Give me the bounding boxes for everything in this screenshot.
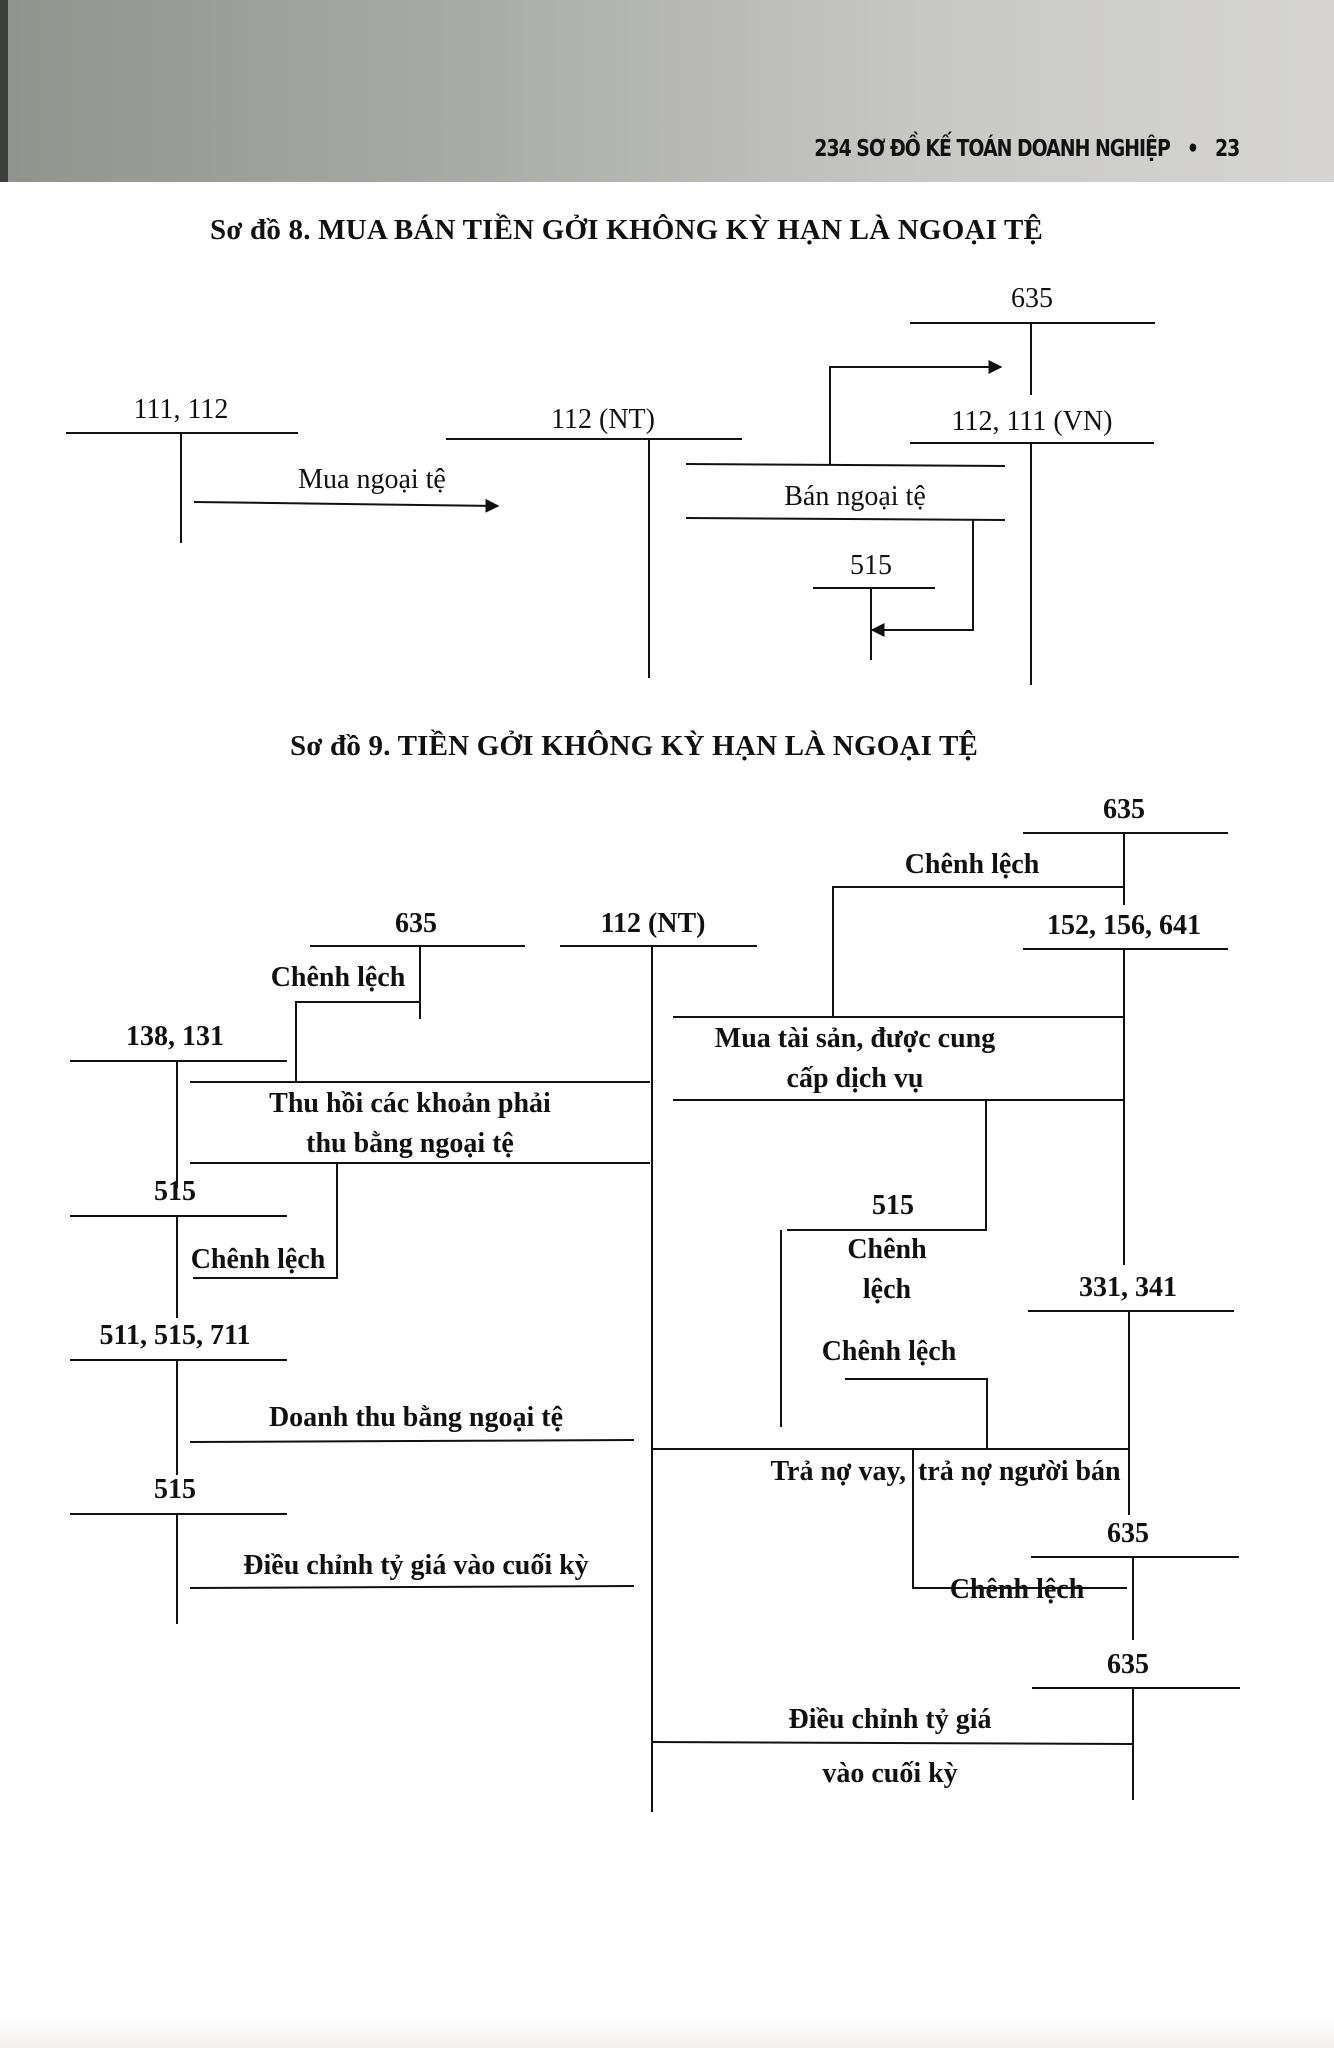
diff-515-right-b-label: Chênh lệch <box>822 1336 957 1367</box>
acc-111-112-label: 111, 112 <box>134 394 229 425</box>
diagram-8-labels: 111, 112 112 (NT) 635 112, 111 (VN) 515 … <box>134 283 1113 581</box>
purchase-label-line2: cấp dịch vụ <box>787 1063 924 1094</box>
t-account-635-top <box>1023 832 1228 905</box>
header-separator: • <box>1186 136 1199 162</box>
repay-label-part2: trả nợ người bán <box>918 1456 1121 1487</box>
page-bottom-edge <box>0 2018 1334 2048</box>
acc-515-b-label: 515 <box>154 1474 196 1505</box>
page-header-band: 234 SƠ ĐỒ KẾ TOÁN DOANH NGHIỆP • 23 <box>0 0 1334 182</box>
t-account-112-111-vn <box>910 442 1154 685</box>
t-account-112-nt <box>446 438 742 678</box>
t-account-511-515-711 <box>70 1359 287 1475</box>
diagram-9-title: Sơ đồ 9. TIỀN GỞI KHÔNG KỲ HẠN LÀ NGOẠI … <box>290 730 979 762</box>
repay-label-part1: Trả nợ vay, <box>770 1456 906 1487</box>
t-account-515-a <box>70 1215 287 1318</box>
acc-515-a-label: 515 <box>154 1176 196 1207</box>
acc-635-top-label: 635 <box>1103 794 1145 825</box>
acc-112-111-vn-label: 112, 111 (VN) <box>952 406 1113 437</box>
sell-to-515-arrow <box>870 519 974 637</box>
acc-112-nt-label: 112 (NT) <box>551 404 655 435</box>
acc-635-left-label: 635 <box>395 908 437 939</box>
book-title: 234 SƠ ĐỒ KẾ TOÁN DOANH NGHIỆP <box>813 136 1171 162</box>
buy-label: Mua ngoại tệ <box>298 464 446 495</box>
sell-bottom-line <box>685 517 1006 521</box>
diagram-9-labels: 635 112 (NT) 138, 131 515 511, 515, 711 … <box>100 794 1201 1789</box>
diff-635-left-label: Chênh lệch <box>271 962 406 993</box>
diff-515-right-label-line2: lệch <box>863 1274 912 1305</box>
acc-515-label: 515 <box>850 550 892 581</box>
page-number: 23 <box>1214 136 1240 162</box>
running-head: 234 SƠ ĐỒ KẾ TOÁN DOANH NGHIỆP • 23 <box>813 136 1240 162</box>
revenue-label: Doanh thu bằng ngoại tệ <box>269 1402 563 1433</box>
sell-to-635-arrow <box>829 360 1003 465</box>
t-account-138-131 <box>70 1060 287 1188</box>
acc-511-515-711-label: 511, 515, 711 <box>100 1320 251 1351</box>
t-account-635-left <box>310 945 525 1019</box>
t-account-331-341 <box>1028 1310 1234 1515</box>
acc-635-label: 635 <box>1011 283 1053 314</box>
acc-112-nt-label-d9: 112 (NT) <box>601 908 706 939</box>
collect-label-line1: Thu hồi các khoản phải <box>269 1088 551 1119</box>
acc-635-mid-label: 635 <box>1107 1518 1149 1549</box>
acc-635-bottom-label: 635 <box>1107 1649 1149 1680</box>
purchase-label-line1: Mua tài sản, được cung <box>715 1023 995 1054</box>
diff-515-right-label-line1: Chênh <box>847 1234 927 1265</box>
t-account-111-112 <box>66 432 298 543</box>
collect-label-line2: thu bằng ngoại tệ <box>306 1128 514 1159</box>
sell-top-line <box>685 463 1006 467</box>
t-account-112-nt-d9 <box>560 945 757 1812</box>
adjust-right-label-line1: Điều chỉnh tỷ giá <box>788 1704 991 1735</box>
diagram-8 <box>66 322 1155 685</box>
diagram-8-title: Sơ đồ 8. MUA BÁN TIỀN GỞI KHÔNG KỲ HẠN L… <box>210 214 1044 246</box>
t-account-515-d8 <box>813 587 935 660</box>
buy-arrow <box>193 498 500 513</box>
diagram-9 <box>70 832 1240 1812</box>
acc-515-right-label: 515 <box>872 1190 914 1221</box>
sell-label: Bán ngoại tệ <box>784 481 926 512</box>
acc-138-131-label: 138, 131 <box>126 1021 224 1052</box>
t-account-515-b <box>70 1513 287 1624</box>
t-account-635-d8 <box>910 322 1155 395</box>
adjust-left-label: Điều chỉnh tỷ giá vào cuối kỳ <box>243 1550 588 1581</box>
acc-152-156-641-label: 152, 156, 641 <box>1047 910 1201 941</box>
diff-515-a-label: Chênh lệch <box>191 1244 326 1275</box>
t-account-152-156-641 <box>1023 948 1228 1265</box>
diff-635-top-label: Chênh lệch <box>905 849 1040 880</box>
diff-635-mid-label: Chênh lệch <box>950 1574 1085 1605</box>
acc-331-341-label: 331, 341 <box>1079 1272 1177 1303</box>
t-account-515-right <box>780 1229 893 1427</box>
adjust-right-label-line2: vào cuối kỳ <box>822 1758 957 1789</box>
t-account-635-mid <box>1031 1556 1239 1640</box>
